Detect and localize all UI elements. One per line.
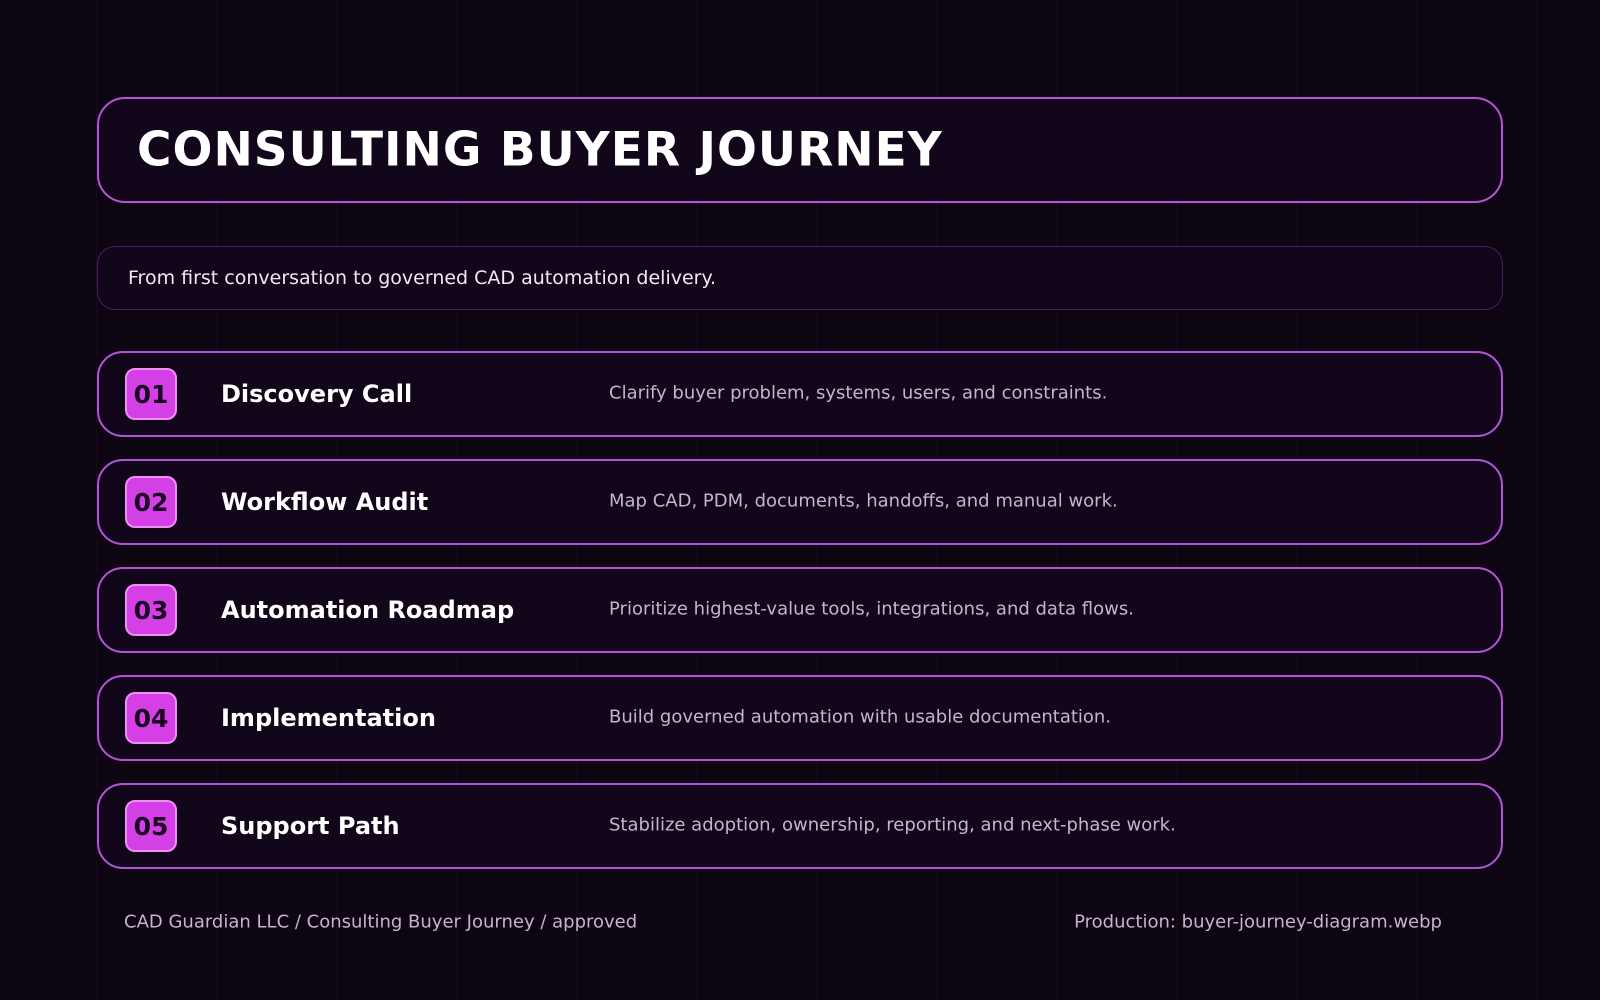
step-number-badge: 05 [125,800,177,852]
subtitle-panel: From first conversation to governed CAD … [97,246,1503,310]
step-description: Prioritize highest-value tools, integrat… [609,598,1134,620]
page-subtitle: From first conversation to governed CAD … [128,267,717,289]
step-description: Stabilize adoption, ownership, reporting… [609,814,1176,836]
step-implementation: 04 Implementation Build governed automat… [97,675,1503,761]
step-number-badge: 04 [125,692,177,744]
step-number-badge: 01 [125,368,177,420]
step-title: Implementation [221,704,436,732]
step-title: Support Path [221,812,400,840]
step-title: Workflow Audit [221,488,429,516]
step-description: Map CAD, PDM, documents, handoffs, and m… [609,490,1118,512]
step-number-badge: 03 [125,584,177,636]
step-workflow-audit: 02 Workflow Audit Map CAD, PDM, document… [97,459,1503,545]
step-discovery-call: 01 Discovery Call Clarify buyer problem,… [97,351,1503,437]
step-description: Build governed automation with usable do… [609,706,1112,728]
step-support-path: 05 Support Path Stabilize adoption, owne… [97,783,1503,869]
title-panel: CONSULTING BUYER JOURNEY [97,97,1503,203]
page-title: CONSULTING BUYER JOURNEY [137,122,943,178]
footer-production: Production: buyer-journey-diagram.webp [1074,911,1442,933]
step-title: Automation Roadmap [221,596,515,624]
footer-credit: CAD Guardian LLC / Consulting Buyer Jour… [124,911,638,933]
step-description: Clarify buyer problem, systems, users, a… [609,382,1108,404]
step-number-badge: 02 [125,476,177,528]
step-automation-roadmap: 03 Automation Roadmap Prioritize highest… [97,567,1503,653]
step-title: Discovery Call [221,380,413,408]
